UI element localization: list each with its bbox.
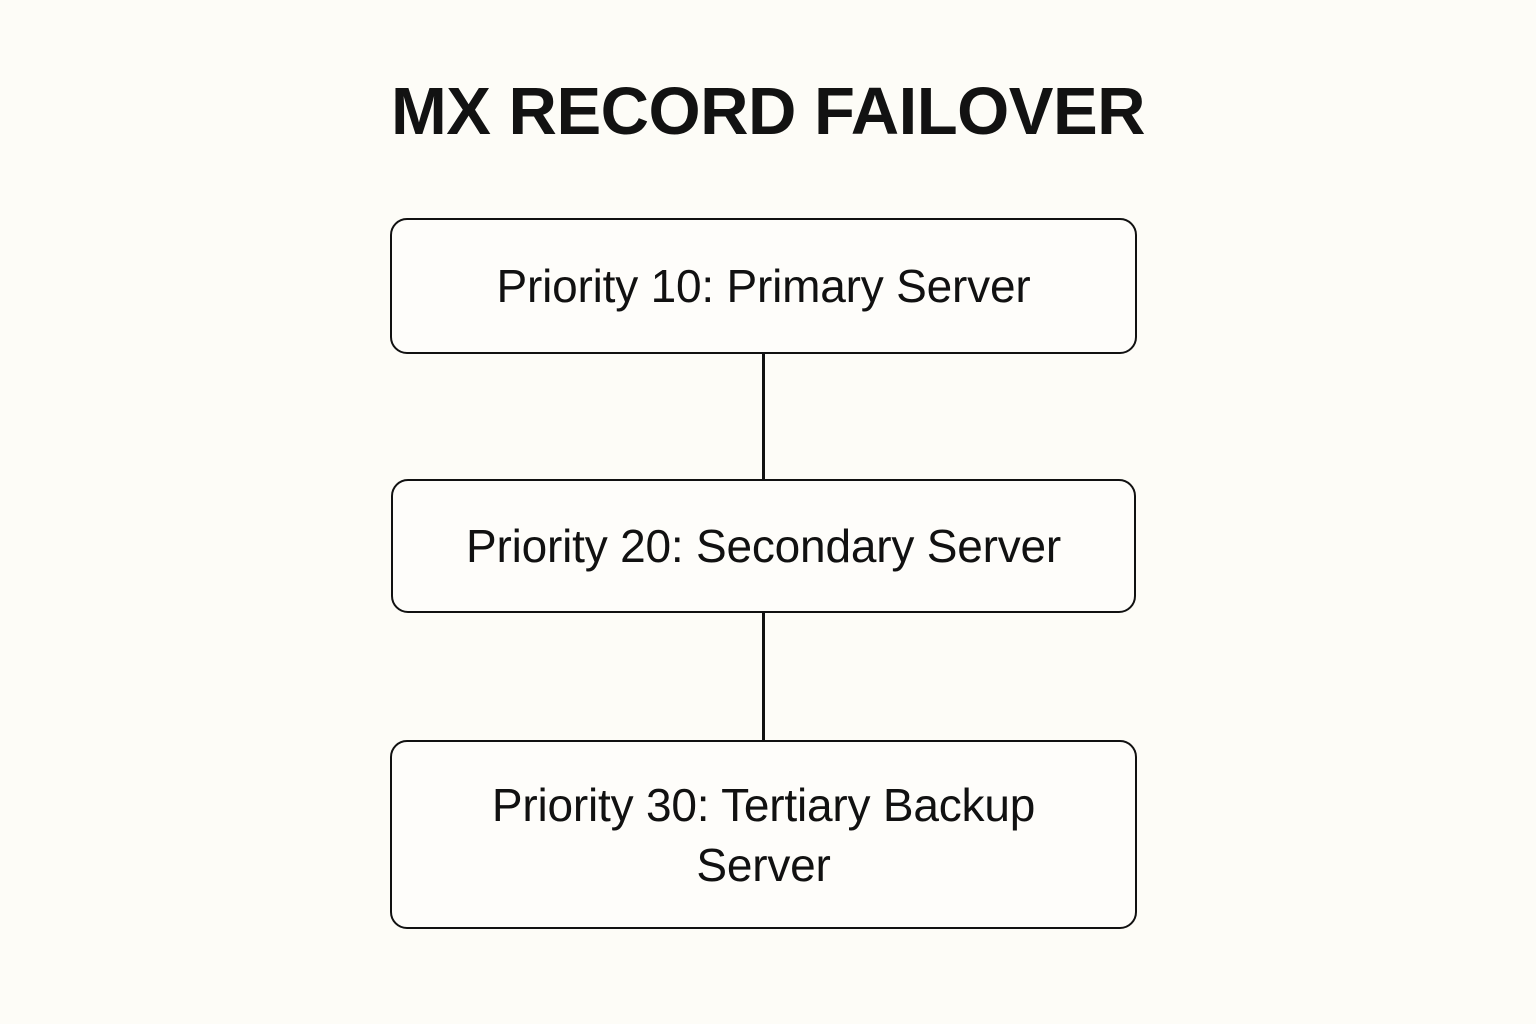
flow-node-tertiary-label: Priority 30: Tertiary Backup Server: [491, 778, 1036, 891]
connector-primary-to-secondary: [762, 353, 765, 480]
connector-secondary-to-tertiary: [762, 612, 765, 741]
flow-node-primary-label: Priority 10: Primary Server: [496, 260, 1031, 312]
page-title: MX RECORD FAILOVER: [390, 74, 1146, 149]
flow-node-secondary[interactable]: Priority 20: Secondary Server: [391, 479, 1136, 613]
flow-node-secondary-label: Priority 20: Secondary Server: [465, 520, 1061, 572]
flow-node-tertiary[interactable]: Priority 30: Tertiary Backup Server: [390, 740, 1137, 929]
flow-node-primary[interactable]: Priority 10: Primary Server: [390, 218, 1137, 354]
